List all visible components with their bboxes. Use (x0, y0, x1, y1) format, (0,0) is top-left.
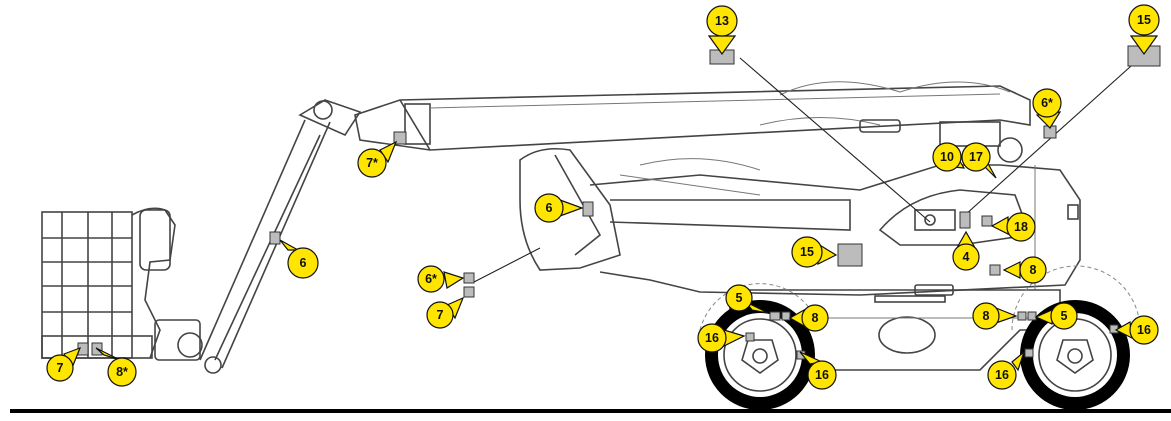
callout: 7 (426, 296, 465, 329)
callout-label: 6 (300, 256, 307, 270)
callout: 5 (725, 284, 769, 314)
callout: 8 (972, 302, 1018, 330)
callout-label: 16 (1137, 323, 1151, 337)
callout: 13 (706, 5, 738, 56)
callout: 5 (1034, 302, 1078, 330)
callout-label: 16 (995, 368, 1009, 382)
callout: 6 (279, 239, 319, 279)
callout-label: 18 (1014, 220, 1028, 234)
callout: 7 (46, 346, 82, 382)
callout: 17 (961, 142, 997, 179)
callout-label: 7* (366, 156, 378, 170)
callout: 16 (987, 350, 1026, 390)
callout: 16 (697, 323, 746, 353)
callout-label: 7 (57, 361, 64, 375)
callout: 16 (799, 351, 837, 390)
callout: 8* (95, 347, 137, 387)
callout: 6 (534, 193, 584, 223)
callout-label: 8 (983, 309, 990, 323)
callout-label: 13 (715, 14, 729, 28)
jib-boom (154, 99, 362, 374)
callout-label: 4 (963, 250, 970, 264)
callout-label: 8 (1030, 263, 1037, 277)
callout: 6* (417, 265, 465, 293)
callout: 8 (1002, 256, 1047, 284)
callout: 16 (1114, 315, 1159, 345)
decal-markers (77, 45, 1161, 360)
rear-wheel (1011, 265, 1141, 410)
callout-label: 6 (546, 201, 553, 215)
callout: 8 (788, 304, 829, 332)
callout-label: 5 (736, 291, 743, 305)
callout-label: 17 (969, 150, 983, 164)
callout-label: 10 (940, 150, 954, 164)
callout-label: 6* (1041, 96, 1053, 110)
callout: 7* (357, 140, 398, 178)
callout-label: 8 (812, 311, 819, 325)
callout-label: 15 (800, 245, 814, 259)
callout-label: 5 (1061, 309, 1068, 323)
callout-label: 15 (1137, 13, 1151, 27)
callout: 15 (1128, 4, 1160, 56)
main-boom (354, 81, 1031, 163)
callout: 18 (990, 212, 1036, 242)
callout: 15 (791, 236, 838, 268)
callout: 6* (1032, 88, 1062, 129)
callout: 4 (952, 230, 980, 271)
callout-label: 6* (425, 272, 437, 286)
callout-label: 16 (815, 368, 829, 382)
callout-label: 7 (437, 308, 444, 322)
callout-label: 8* (116, 365, 128, 379)
callout-label: 16 (705, 331, 719, 345)
platform-basket (41, 207, 176, 359)
callout: 10 (932, 142, 966, 172)
